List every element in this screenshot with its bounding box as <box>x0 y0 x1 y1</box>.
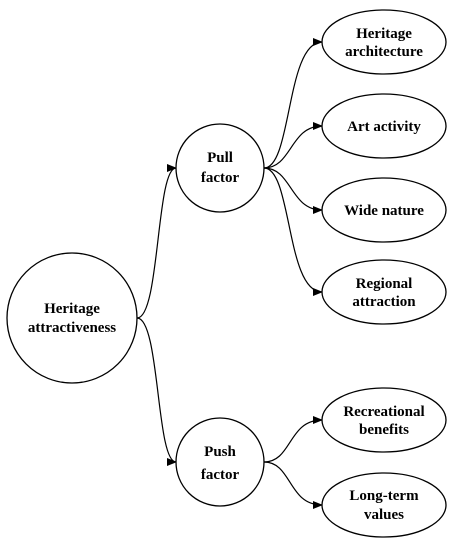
node-push-factor: Push factor <box>175 417 265 507</box>
edge-pull-to-wide-nature <box>263 167 323 214</box>
node-label-line1: Heritage <box>44 301 100 317</box>
node-label-line2: attractiveness <box>28 320 116 336</box>
node-label-line1: Long-term <box>349 488 419 504</box>
node-heritage-architecture: Heritage architecture <box>321 9 447 75</box>
node-label-line1: Art activity <box>347 119 421 135</box>
node-label-line1: Heritage <box>356 26 412 42</box>
edge-pull-to-art-activity <box>263 122 323 169</box>
node-label-line2: benefits <box>359 422 409 438</box>
node-long-term-values: Long-term values <box>321 472 447 538</box>
node-label-line1: Pull <box>207 150 233 166</box>
node-label-line1: Recreational <box>343 404 424 420</box>
edge-root-to-pull <box>136 164 177 319</box>
node-wide-nature: Wide nature <box>321 177 447 243</box>
node-label-line2: values <box>364 507 404 523</box>
node-label-line2: factor <box>201 467 240 483</box>
node-label-line2: attraction <box>352 294 416 310</box>
node-label-line1: Push <box>204 444 236 460</box>
node-pull-factor: Pull factor <box>175 123 265 213</box>
node-label-line2: architecture <box>345 44 423 60</box>
edge-root-to-push <box>136 317 177 466</box>
edge-pull-to-regional-attraction <box>263 167 323 296</box>
node-label-line2: factor <box>201 170 240 186</box>
node-art-activity: Art activity <box>321 93 447 159</box>
edge-push-to-long-term-values <box>263 461 323 509</box>
node-recreational-benefits: Recreational benefits <box>321 387 447 453</box>
node-heritage-attractiveness: Heritage attractiveness <box>6 252 138 384</box>
edge-push-to-recreational-benefits <box>263 416 323 463</box>
node-label-line1: Regional <box>356 276 413 292</box>
node-label-line1: Wide nature <box>344 203 424 219</box>
edge-pull-to-heritage-architecture <box>263 38 323 169</box>
node-regional-attraction: Regional attraction <box>321 259 447 325</box>
